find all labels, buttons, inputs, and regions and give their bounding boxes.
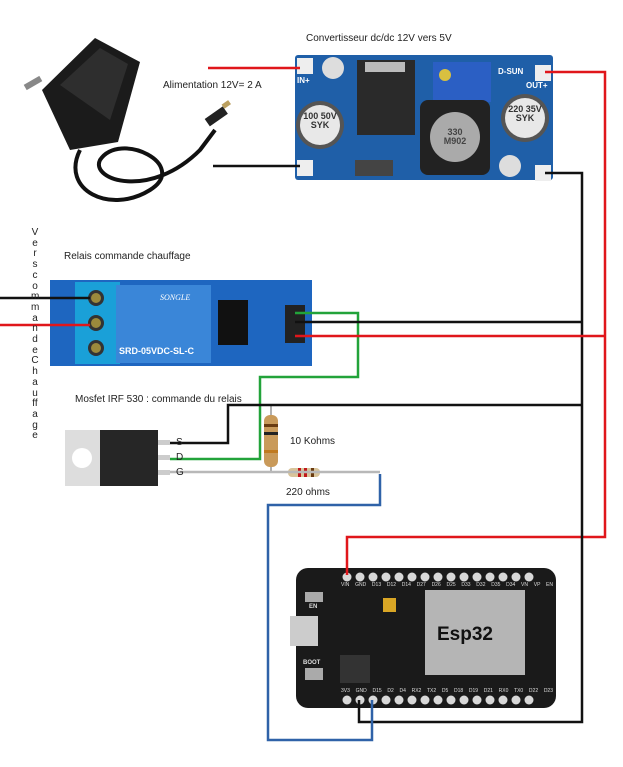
resistor-220-label: 220 ohms xyxy=(286,487,330,498)
wire-5v-positive xyxy=(345,70,607,575)
mosfet-irf530 xyxy=(65,430,170,486)
esp32-top-pin-labels: VIN GND D13 D12 D14 D27 D26 D25 D33 D32 … xyxy=(341,582,553,588)
esp32-pin xyxy=(355,572,365,582)
esp32-pin xyxy=(433,695,443,705)
esp32-pin xyxy=(485,695,495,705)
wire-5v-ground xyxy=(357,171,584,724)
esp32-pin xyxy=(524,695,534,705)
converter-in-marking: IN+ xyxy=(297,76,310,85)
esp32-pin xyxy=(446,572,456,582)
esp32-pin xyxy=(368,572,378,582)
esp32-pin xyxy=(394,695,404,705)
esp32-pin xyxy=(381,572,391,582)
esp32-pin xyxy=(407,695,417,705)
esp32-pin xyxy=(433,572,443,582)
esp32-label: Esp32 xyxy=(437,624,493,645)
esp32-pin xyxy=(420,695,430,705)
resistor-10k-label: 10 Kohms xyxy=(290,436,336,447)
esp32-pin xyxy=(407,572,417,582)
esp32-pin xyxy=(446,695,456,705)
esp32-en-button-label: EN xyxy=(309,604,318,610)
esp32-pin xyxy=(342,695,352,705)
esp32-boot-button-label: BOOT xyxy=(303,660,321,666)
esp32-bottom-pin-labels: 3V3 GND D15 D2 D4 RX2 TX2 D5 D18 D19 D21… xyxy=(341,688,553,694)
wire-gate-d15 xyxy=(266,474,382,742)
esp32-pin xyxy=(498,572,508,582)
esp32-pin xyxy=(472,572,482,582)
cap1-marking: 100 50V SYK xyxy=(303,111,337,130)
relay-brand-marking: SONGLE xyxy=(160,293,191,302)
esp32-pin xyxy=(459,695,469,705)
esp32-pin xyxy=(485,572,495,582)
esp32-pin xyxy=(511,572,521,582)
converter-label: Convertisseur dc/dc 12V vers 5V xyxy=(306,33,452,44)
esp32-pin xyxy=(342,572,352,582)
relay-label: Relais commande chauffage xyxy=(64,251,191,262)
dc-dc-converter xyxy=(295,55,553,181)
wires xyxy=(0,66,607,742)
esp32-pin xyxy=(472,695,482,705)
relay-model-marking: SRD-05VDC-SL-C xyxy=(119,346,195,356)
cap2-marking: 220 35V SYK xyxy=(508,104,542,123)
heater-command-label: Vers commande Chauffage xyxy=(31,227,41,442)
converter-brand-marking: D-SUN xyxy=(498,67,524,76)
inductor-marking: 330 M902 xyxy=(443,127,467,146)
esp32-pin xyxy=(511,695,521,705)
esp32-pin xyxy=(498,695,508,705)
esp32-pin xyxy=(381,695,391,705)
converter-out-marking: OUT+ xyxy=(526,81,548,90)
wire-mosfet-source xyxy=(170,403,582,445)
relay-module xyxy=(50,280,312,366)
esp32-pin xyxy=(420,572,430,582)
esp32-pin xyxy=(459,572,469,582)
esp32-board xyxy=(290,568,556,708)
esp32-pin xyxy=(524,572,534,582)
power-adapter xyxy=(23,38,231,202)
wire-relay-in xyxy=(170,311,360,461)
mosfet-label: Mosfet IRF 530 : commande du relais xyxy=(75,394,242,405)
pin-g-label: G xyxy=(176,467,184,478)
pin-s-label: S xyxy=(176,437,183,448)
power-supply-label: Alimentation 12V= 2 A xyxy=(163,80,262,91)
resistor-10k xyxy=(264,405,278,472)
esp32-pin xyxy=(394,572,404,582)
esp32-pin-headers xyxy=(342,572,534,705)
pin-d-label: D xyxy=(176,452,184,463)
